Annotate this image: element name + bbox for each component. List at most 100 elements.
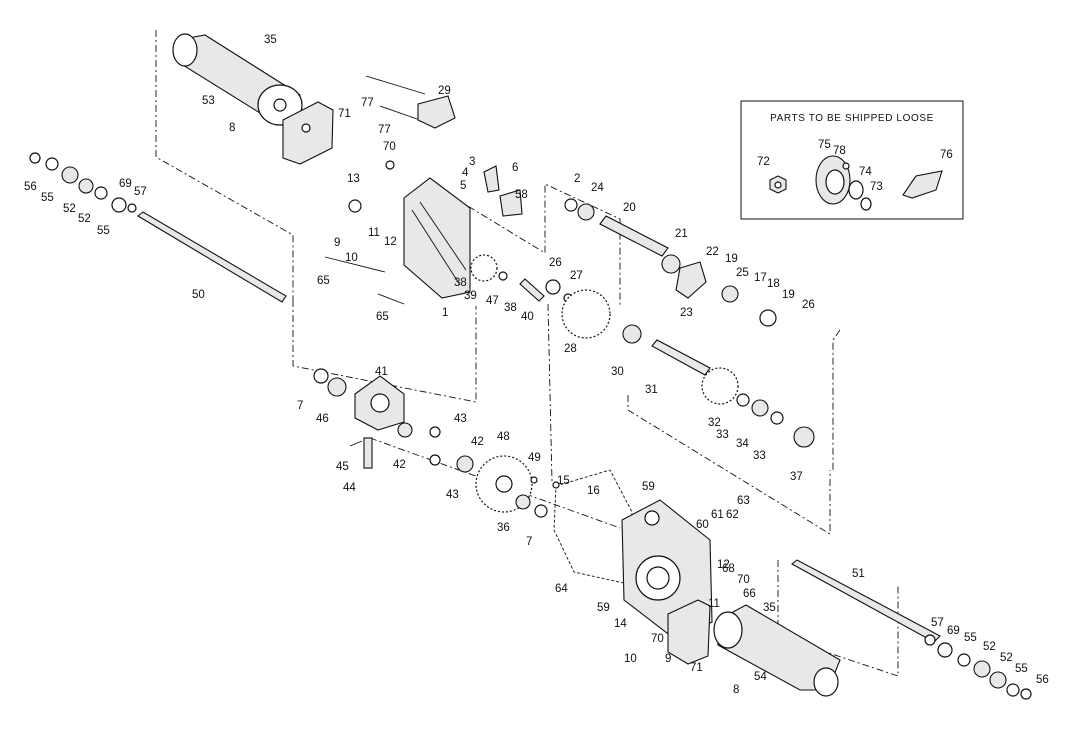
callout-numbers: 35 53 8 77 77 29 71 70 13 3 4 5 6 58 2 2… [24, 34, 1049, 696]
housing-14-boss [644, 510, 660, 526]
right-shaft-small-parts [924, 634, 1032, 700]
callout-label: 27 [570, 270, 583, 282]
callout-label: 33 [753, 450, 766, 462]
callout-label: 40 [521, 311, 534, 323]
callout-label: 70 [651, 633, 664, 645]
callout-label: 7 [526, 536, 532, 548]
callout-label: 4 [462, 167, 469, 179]
inset-callouts: 72 75 78 74 73 76 [757, 139, 953, 193]
part-55-right-b [1006, 683, 1020, 697]
part-52-right-a [973, 660, 991, 678]
inset-label: 75 [818, 139, 831, 151]
callout-label: 16 [587, 485, 600, 497]
callout-label: 6 [512, 162, 518, 174]
gear-39-teeth [470, 254, 498, 282]
callout-label: 64 [555, 583, 568, 595]
callout-label: 33 [716, 429, 729, 441]
callout-label: 38 [454, 277, 467, 289]
callout-label: 20 [623, 202, 636, 214]
part-52-left-b [78, 178, 94, 194]
callout-label: 61 [711, 509, 724, 521]
callout-label: 56 [24, 181, 37, 193]
callout-label: 52 [78, 213, 91, 225]
bolt-77-b [379, 105, 421, 121]
callout-label: 42 [471, 436, 484, 448]
callout-label: 77 [361, 97, 374, 109]
part-43-a [429, 426, 441, 438]
part-45 [349, 440, 363, 447]
part-2 [564, 198, 578, 212]
part-52-right-b [989, 671, 1007, 689]
inset-frame [740, 100, 964, 220]
axle-tube-54-flange [713, 611, 743, 649]
part-69-left [111, 197, 127, 213]
inset-label: 73 [870, 181, 883, 193]
part-13 [348, 199, 362, 213]
callout-label: 32 [708, 417, 721, 429]
part-33-a [736, 393, 750, 407]
callout-label: 31 [645, 384, 658, 396]
part-6 [483, 165, 500, 193]
assembly-guide-lines [155, 30, 899, 677]
callout-label: 60 [696, 519, 709, 531]
part-55-left-b [94, 186, 108, 200]
part-43-b [429, 454, 441, 466]
part-36 [515, 494, 531, 510]
callout-label: 21 [675, 228, 688, 240]
axle-shaft-50-body [137, 211, 287, 303]
parts-shipped-loose-inset: PARTS TO BE SHIPPED LOOSE [740, 100, 964, 220]
callout-label: 66 [743, 588, 756, 600]
bracket-71-hole [301, 123, 311, 133]
bracket-71-upper [282, 101, 334, 165]
callout-label: 8 [733, 684, 739, 696]
shaft-40 [519, 278, 545, 302]
callout-label: 8 [229, 122, 235, 134]
hub-75-bore [825, 169, 845, 195]
callout-label: 35 [763, 602, 776, 614]
callout-label: 57 [134, 186, 147, 198]
callout-label: 38 [504, 302, 517, 314]
part-15 [552, 481, 560, 489]
callout-label: 10 [345, 252, 358, 264]
left-shaft-small-parts [29, 152, 137, 213]
washer-73-drawing [860, 197, 872, 211]
part-37 [793, 426, 815, 448]
callout-label: 55 [1015, 663, 1028, 675]
callout-label: 44 [343, 482, 356, 494]
callout-label: 70 [383, 141, 396, 153]
bracket-71-lower [667, 599, 711, 665]
part-55-right-a [957, 653, 971, 667]
callout-label: 24 [591, 182, 604, 194]
part-44 [363, 437, 373, 469]
gear-32-teeth [701, 367, 739, 405]
housing-1-rib-b [419, 201, 467, 271]
callout-label: 12 [717, 559, 730, 571]
callout-label: 55 [97, 225, 110, 237]
upper-gear-shaft [564, 198, 777, 327]
callout-label: 9 [665, 653, 671, 665]
callout-label: 3 [469, 156, 475, 168]
part-33-b [770, 411, 784, 425]
callout-label: 26 [549, 257, 562, 269]
part-34 [751, 399, 769, 417]
housing-1-body [403, 177, 471, 299]
countershaft [622, 324, 815, 448]
housing-14-bore-inner [646, 566, 670, 590]
callout-label: 1 [442, 307, 448, 319]
callout-label: 10 [624, 653, 637, 665]
housing-1-rib-a [411, 209, 461, 286]
callout-label: 11 [708, 598, 720, 610]
callout-label: 5 [460, 180, 466, 192]
part-49 [530, 476, 538, 484]
callout-label: 65 [376, 311, 389, 323]
axle-tube-54-end [813, 667, 839, 697]
bracket-76-edge [902, 175, 917, 196]
callout-label: 7 [297, 400, 303, 412]
callout-label: 63 [737, 495, 750, 507]
part-47 [498, 271, 508, 281]
part-29 [417, 95, 456, 129]
bolt-77-a [365, 75, 426, 95]
left-axle-tube-53 [172, 33, 303, 126]
right-axle-tube-54 [713, 604, 841, 697]
